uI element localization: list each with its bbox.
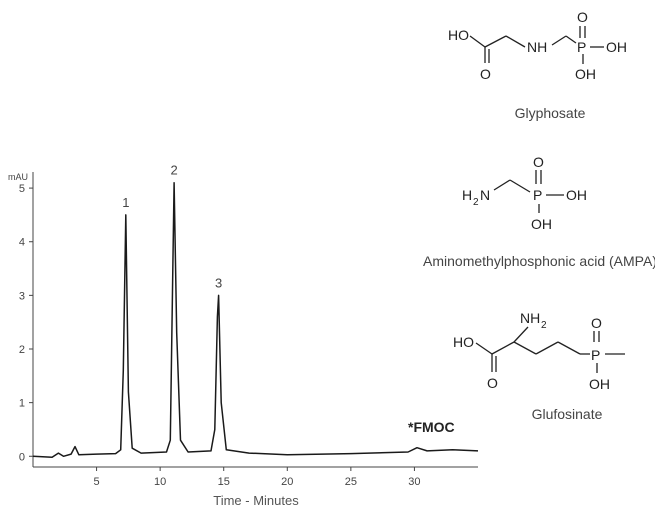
x-tick-label: 25 xyxy=(345,476,357,488)
chromatogram-trace xyxy=(32,181,479,459)
glufosinate-name: Glufosinate xyxy=(532,406,603,422)
y-axis-ticks: 0 1 2 3 4 5 xyxy=(19,183,33,463)
glyphosate-structure: HO O NH P O OH OH Glyphosate xyxy=(448,9,627,121)
peak-label: 2 xyxy=(171,163,178,178)
chromatogram-chart: mAU 0 1 2 3 4 5 5 10 15 20 25 30 1 2 3 *FMOC Time - … xyxy=(8,163,479,508)
atom-label: O xyxy=(487,375,498,391)
y-axis-unit-label: mAU xyxy=(8,172,28,182)
glyphosate-name: Glyphosate xyxy=(515,105,586,121)
ampa-structure: H 2 N P O OH OH Aminomethylphosphonic ac… xyxy=(423,154,655,269)
x-axis-title: Time - Minutes xyxy=(213,493,299,508)
peak-label: 3 xyxy=(215,275,222,290)
y-tick-label: 3 xyxy=(19,290,25,302)
peak-labels: 1 2 3 xyxy=(122,163,222,291)
atom-label: O xyxy=(533,154,544,170)
ampa-name: Aminomethylphosphonic acid (AMPA) xyxy=(423,253,655,269)
x-tick-label: 20 xyxy=(281,476,293,488)
atom-label: P xyxy=(533,187,542,203)
atom-label: O xyxy=(480,66,491,82)
fmoc-annotation: *FMOC xyxy=(408,419,455,435)
x-tick-label: 5 xyxy=(94,476,100,488)
atom-label: P xyxy=(591,347,600,363)
atom-label: NH xyxy=(527,39,547,55)
atom-subscript: 2 xyxy=(473,197,479,208)
atom-label: OH xyxy=(575,66,596,82)
atom-label: OH xyxy=(606,39,627,55)
atom-label: H xyxy=(462,187,472,203)
y-tick-label: 4 xyxy=(19,237,25,249)
x-axis-ticks: 5 10 15 20 25 30 xyxy=(94,467,421,488)
x-tick-label: 30 xyxy=(408,476,420,488)
atom-label: NH xyxy=(520,310,540,326)
y-tick-label: 5 xyxy=(19,183,25,195)
atom-label: HO xyxy=(453,334,474,350)
y-tick-label: 0 xyxy=(19,451,25,463)
atom-label: O xyxy=(577,9,588,25)
atom-subscript: 2 xyxy=(541,320,547,331)
atom-label: HO xyxy=(448,27,469,43)
atom-label: N xyxy=(480,187,490,203)
glufosinate-structure: NH 2 HO O P O OH Glufosinate xyxy=(453,310,625,422)
y-tick-label: 2 xyxy=(19,344,25,356)
atom-label: OH xyxy=(589,376,610,392)
atom-label: P xyxy=(577,39,586,55)
x-tick-label: 10 xyxy=(154,476,166,488)
atom-label: OH xyxy=(531,216,552,232)
atom-label: O xyxy=(591,315,602,331)
x-tick-label: 15 xyxy=(218,476,230,488)
atom-label: OH xyxy=(566,187,587,203)
peak-label: 1 xyxy=(122,195,129,210)
y-tick-label: 1 xyxy=(19,398,25,410)
